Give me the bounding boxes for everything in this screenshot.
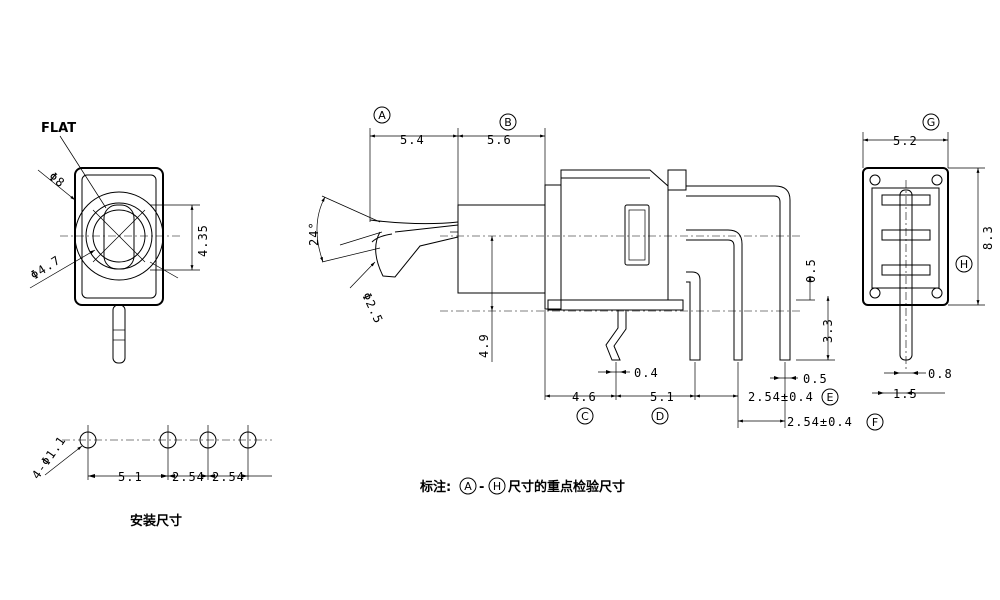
dim-05b-label: 0.5 <box>803 372 828 386</box>
actuator-window-inner <box>628 209 646 261</box>
lever-edge <box>394 224 459 233</box>
pitch-51-label: 5.1 <box>650 390 675 404</box>
holes-label: 4-Φ1.1 <box>29 433 69 481</box>
angle-label: 24° <box>307 221 321 246</box>
mount-spacing-2: 2.54 <box>172 470 205 484</box>
end-rivet <box>869 174 881 186</box>
note-marker-to <box>488 477 506 495</box>
end-rivet <box>869 287 881 299</box>
lever-tip <box>375 231 459 278</box>
marker-f: F <box>866 413 884 431</box>
mount-dim-arrow <box>88 474 248 478</box>
dim-05b-arrows <box>774 376 796 380</box>
dim-49-label: 4.9 <box>477 333 491 358</box>
marker-g: G <box>922 113 940 131</box>
note-from: A <box>464 480 472 493</box>
end-rivet <box>931 174 943 186</box>
svg-text:E: E <box>827 391 834 404</box>
marker-h: H <box>955 255 973 273</box>
end-rivet <box>931 287 943 299</box>
pitch-e-label: 2.54±0.4 <box>748 390 814 404</box>
marker-b: B <box>499 113 517 131</box>
dia25-leader <box>349 261 376 289</box>
marker-d: D <box>651 407 669 425</box>
note-prefix: 标注: <box>419 479 451 495</box>
marker-e: E <box>821 388 839 406</box>
end-body <box>862 167 949 306</box>
dim-56-label: 5.6 <box>487 133 512 147</box>
note-dash: - <box>479 480 484 495</box>
h435-label: 4.35 <box>196 224 210 257</box>
marker-a: A <box>373 106 391 124</box>
end-08-arrows <box>894 371 918 375</box>
dim-04-label: 0.4 <box>634 366 659 380</box>
dia8-leader <box>37 169 76 201</box>
pitch-46-label: 4.6 <box>572 390 597 404</box>
end-52-label: 5.2 <box>893 134 918 148</box>
pitch-f-label: 2.54±0.4 <box>787 415 853 429</box>
dia47-label: Φ4.7 <box>28 253 63 283</box>
dim-04-arrows <box>606 370 626 374</box>
note-marker-from <box>459 477 477 495</box>
housing-flange <box>544 184 562 310</box>
svg-text:B: B <box>504 116 512 129</box>
lever-tip-arc <box>371 233 393 243</box>
bracket <box>667 169 687 191</box>
dia8-label: Φ8 <box>46 169 68 190</box>
dim-54-label: 5.4 <box>400 133 425 147</box>
front-flat-slot <box>103 204 135 270</box>
marker-c: C <box>576 407 594 425</box>
end-83-label: 8.3 <box>981 225 995 250</box>
note-to: H <box>493 480 501 493</box>
flat-leader <box>59 135 107 209</box>
svg-text:H: H <box>960 258 968 271</box>
front-pin <box>112 304 126 364</box>
svg-text:G: G <box>927 116 936 129</box>
note-suffix: 尺寸的重点检验尺寸 <box>508 479 625 495</box>
angle-leg <box>321 195 381 223</box>
dia47-leader <box>29 249 96 289</box>
housing-base <box>547 299 684 311</box>
angle-arc <box>316 196 326 263</box>
terminal-low <box>686 271 701 361</box>
side-view: 5.4 5.6 24° Φ2.5 4.9 0.5 3.3 0.4 0.5 <box>307 128 853 429</box>
mount-caption: 安装尺寸 <box>130 513 182 529</box>
front-pin-bent <box>605 310 627 361</box>
mount-spacing-3: 2.54 <box>212 470 245 484</box>
front-body <box>74 167 164 306</box>
end-view: 5.2 8.3 0.8 1.5 <box>862 132 995 401</box>
terminal-mid <box>686 229 743 361</box>
holes-leader <box>44 445 83 476</box>
terminal-top <box>686 185 791 361</box>
front-body-inner <box>81 174 157 299</box>
inspection-note: 标注: A - H 尺寸的重点检验尺寸 <box>419 477 625 495</box>
flat-label: FLAT <box>41 121 76 136</box>
mount-spacing-1: 5.1 <box>118 470 143 484</box>
end-15-label: 1.5 <box>893 387 918 401</box>
end-08-label: 0.8 <box>928 367 953 381</box>
svg-text:A: A <box>378 109 386 122</box>
bushing <box>457 204 546 294</box>
dim-05-label: 0.5 <box>804 258 818 283</box>
mounting-view: 4-Φ1.1 5.1 2.54 2.54 安装尺寸 <box>29 425 272 529</box>
angle-leg <box>321 247 381 263</box>
svg-text:D: D <box>656 410 664 423</box>
h435-leader <box>149 261 179 279</box>
dia25-ext <box>339 231 383 246</box>
dim-33-label: 3.3 <box>821 318 835 343</box>
front-view: FLAT Φ8 Φ4.7 4.35 <box>28 121 210 364</box>
end-body-inner <box>871 187 940 289</box>
end-terminal <box>881 194 931 206</box>
housing <box>560 169 669 301</box>
actuator-window <box>624 204 650 266</box>
lever-top-edge <box>369 219 459 225</box>
dia25-label: Φ2.5 <box>359 290 386 326</box>
svg-text:C: C <box>581 410 589 423</box>
svg-text:F: F <box>872 416 878 429</box>
